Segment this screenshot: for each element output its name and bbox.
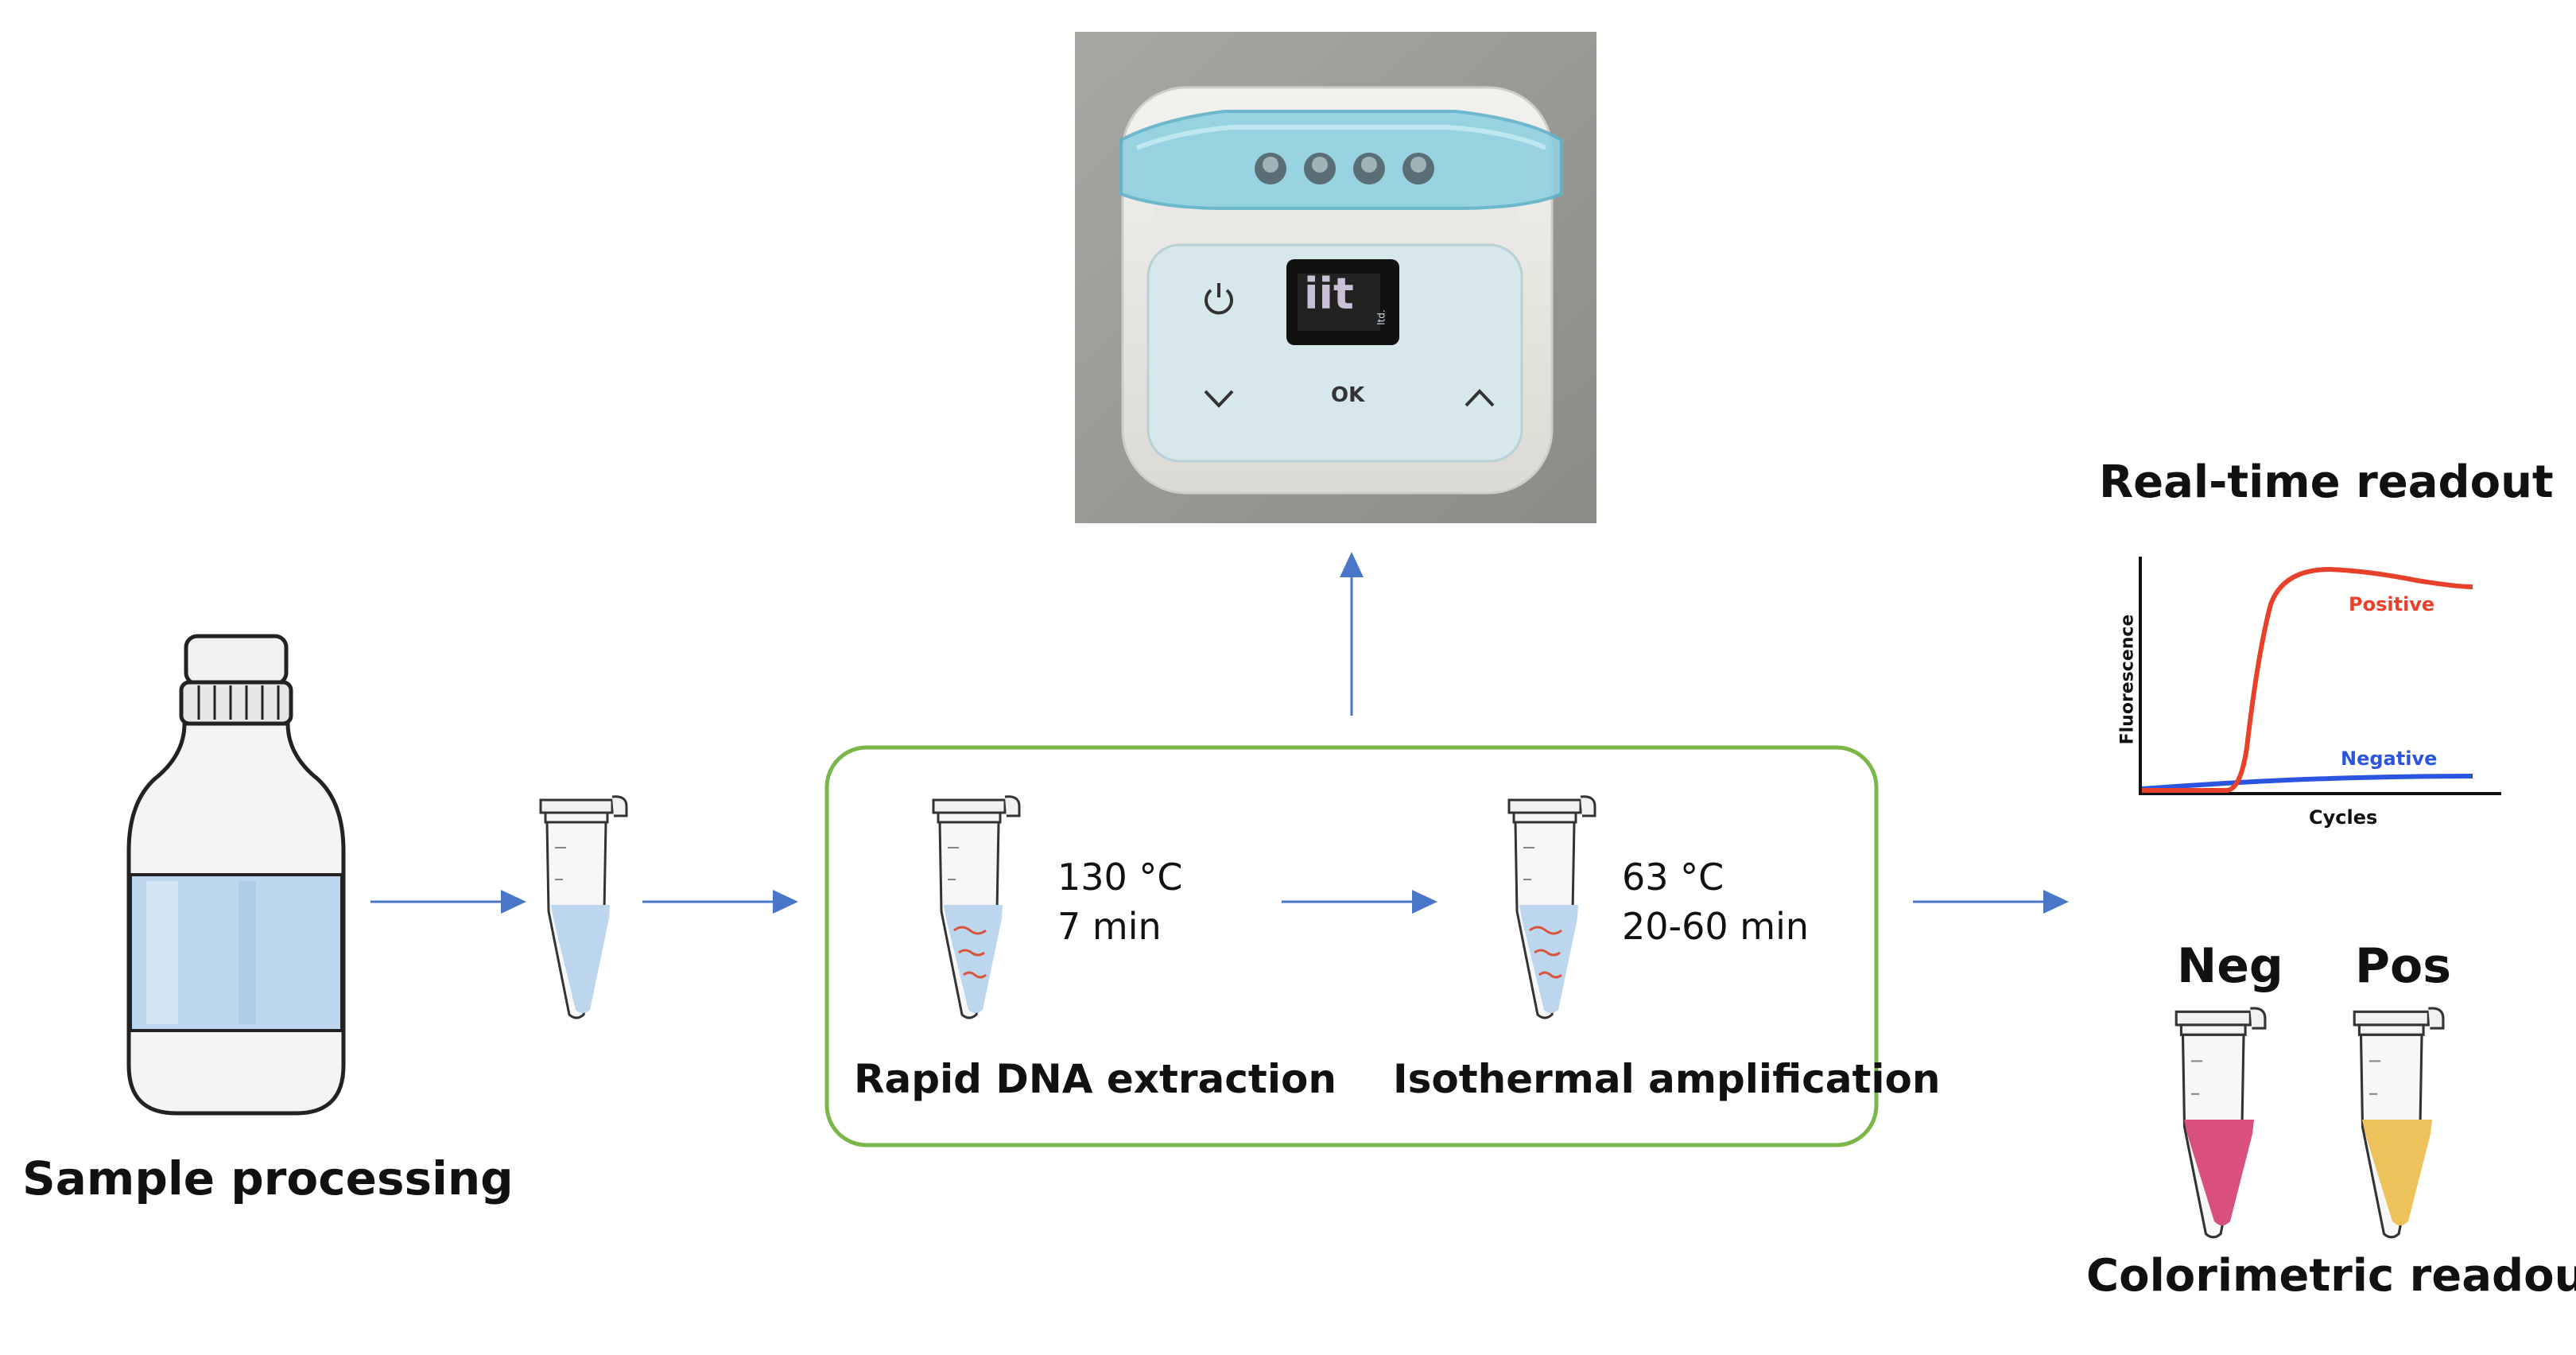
power-icon (1205, 283, 1233, 315)
realtime-title: Real-time readout (2099, 456, 2554, 508)
amplification-label: Isothermal amplification (1393, 1056, 1941, 1102)
chevron-up-icon (1465, 389, 1495, 407)
extraction-conditions: 130 °C 7 min (1057, 852, 1183, 951)
sample-processing-label: Sample processing (22, 1151, 514, 1206)
ok-button: OK (1331, 383, 1365, 407)
chart-y-label: Fluorescence (2117, 614, 2138, 745)
amplification-temp: 63 °C (1622, 856, 1724, 899)
device-photo (1075, 32, 1596, 523)
device-brand-sub: ltd. (1375, 309, 1387, 325)
negative-curve (2141, 774, 2473, 791)
device-brand: iit (1304, 269, 1354, 319)
neg-label: Neg (2177, 938, 2283, 994)
extraction-tube-icon (932, 795, 1021, 1019)
extraction-time: 7 min (1057, 905, 1162, 948)
positive-tube-icon (2353, 1007, 2445, 1239)
sample-tube-icon (539, 795, 628, 1019)
colorimetric-title: Colorimetric readout (2086, 1250, 2576, 1302)
negative-tube-icon (2174, 1007, 2267, 1239)
positive-label: Positive (2349, 593, 2435, 615)
chevron-down-icon (1204, 390, 1234, 408)
extraction-label: Rapid DNA extraction (854, 1056, 1336, 1102)
chart-x-label: Cycles (2309, 806, 2378, 829)
extraction-temp: 130 °C (1057, 856, 1183, 899)
negative-label: Negative (2341, 747, 2438, 770)
amplification-time: 20-60 min (1622, 905, 1810, 948)
amplification-conditions: 63 °C 20-60 min (1622, 852, 1809, 951)
bottle-icon (126, 634, 346, 1116)
amplification-tube-icon (1507, 795, 1596, 1019)
positive-curve (2142, 566, 2473, 793)
realtime-chart (2139, 557, 2501, 795)
pos-label: Pos (2355, 938, 2451, 994)
device-logo: iit (1304, 269, 1354, 319)
process-box (824, 745, 1879, 1147)
